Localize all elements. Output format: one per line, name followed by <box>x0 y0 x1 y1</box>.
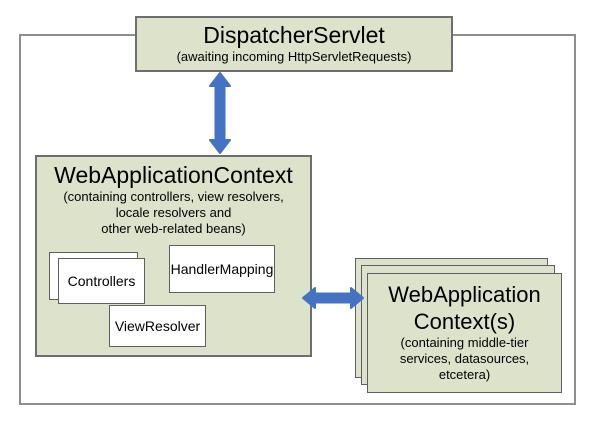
web-application-context-box: WebApplicationContext (containing contro… <box>35 155 312 357</box>
middle-tier-subtitle-line-2: services, datasources, <box>399 351 530 366</box>
middle-tier-subtitle-line-3: etcetera) <box>438 367 491 382</box>
wac-subtitle-line-3: other web-related beans) <box>101 221 246 236</box>
middle-tier-context-box: WebApplication Context(s) (containing mi… <box>367 273 562 393</box>
middle-tier-title-line-1: WebApplication <box>388 282 541 307</box>
controllers-box: Controllers <box>58 258 145 304</box>
view-resolver-box: ViewResolver <box>109 305 206 347</box>
dispatcher-servlet-subtitle: (awaiting incoming HttpServletRequests) <box>176 49 412 64</box>
dispatcher-servlet-title: DispatcherServlet <box>203 22 385 48</box>
wac-subtitle-line-2: locale resolvers and <box>115 205 232 220</box>
view-resolver-label: ViewResolver <box>114 318 201 334</box>
dispatcher-servlet-box: DispatcherServlet (awaiting incoming Htt… <box>135 16 453 72</box>
vertical-double-arrow-shape <box>209 72 231 154</box>
horizontal-double-arrow-shape <box>302 287 364 309</box>
middle-tier-title-line-2: Context(s) <box>413 309 516 334</box>
middle-tier-subtitle-line-1: (containing middle-tier <box>400 335 529 350</box>
vertical-double-arrow-icon <box>209 72 231 154</box>
controllers-label: Controllers <box>67 273 136 289</box>
web-application-context-title: WebApplicationContext <box>54 162 293 188</box>
handler-mapping-box: HandlerMapping <box>169 245 275 293</box>
handler-mapping-label: HandlerMapping <box>170 261 274 277</box>
horizontal-double-arrow-icon <box>302 287 364 309</box>
wac-subtitle-line-1: (containing controllers, view resolvers, <box>63 189 284 204</box>
